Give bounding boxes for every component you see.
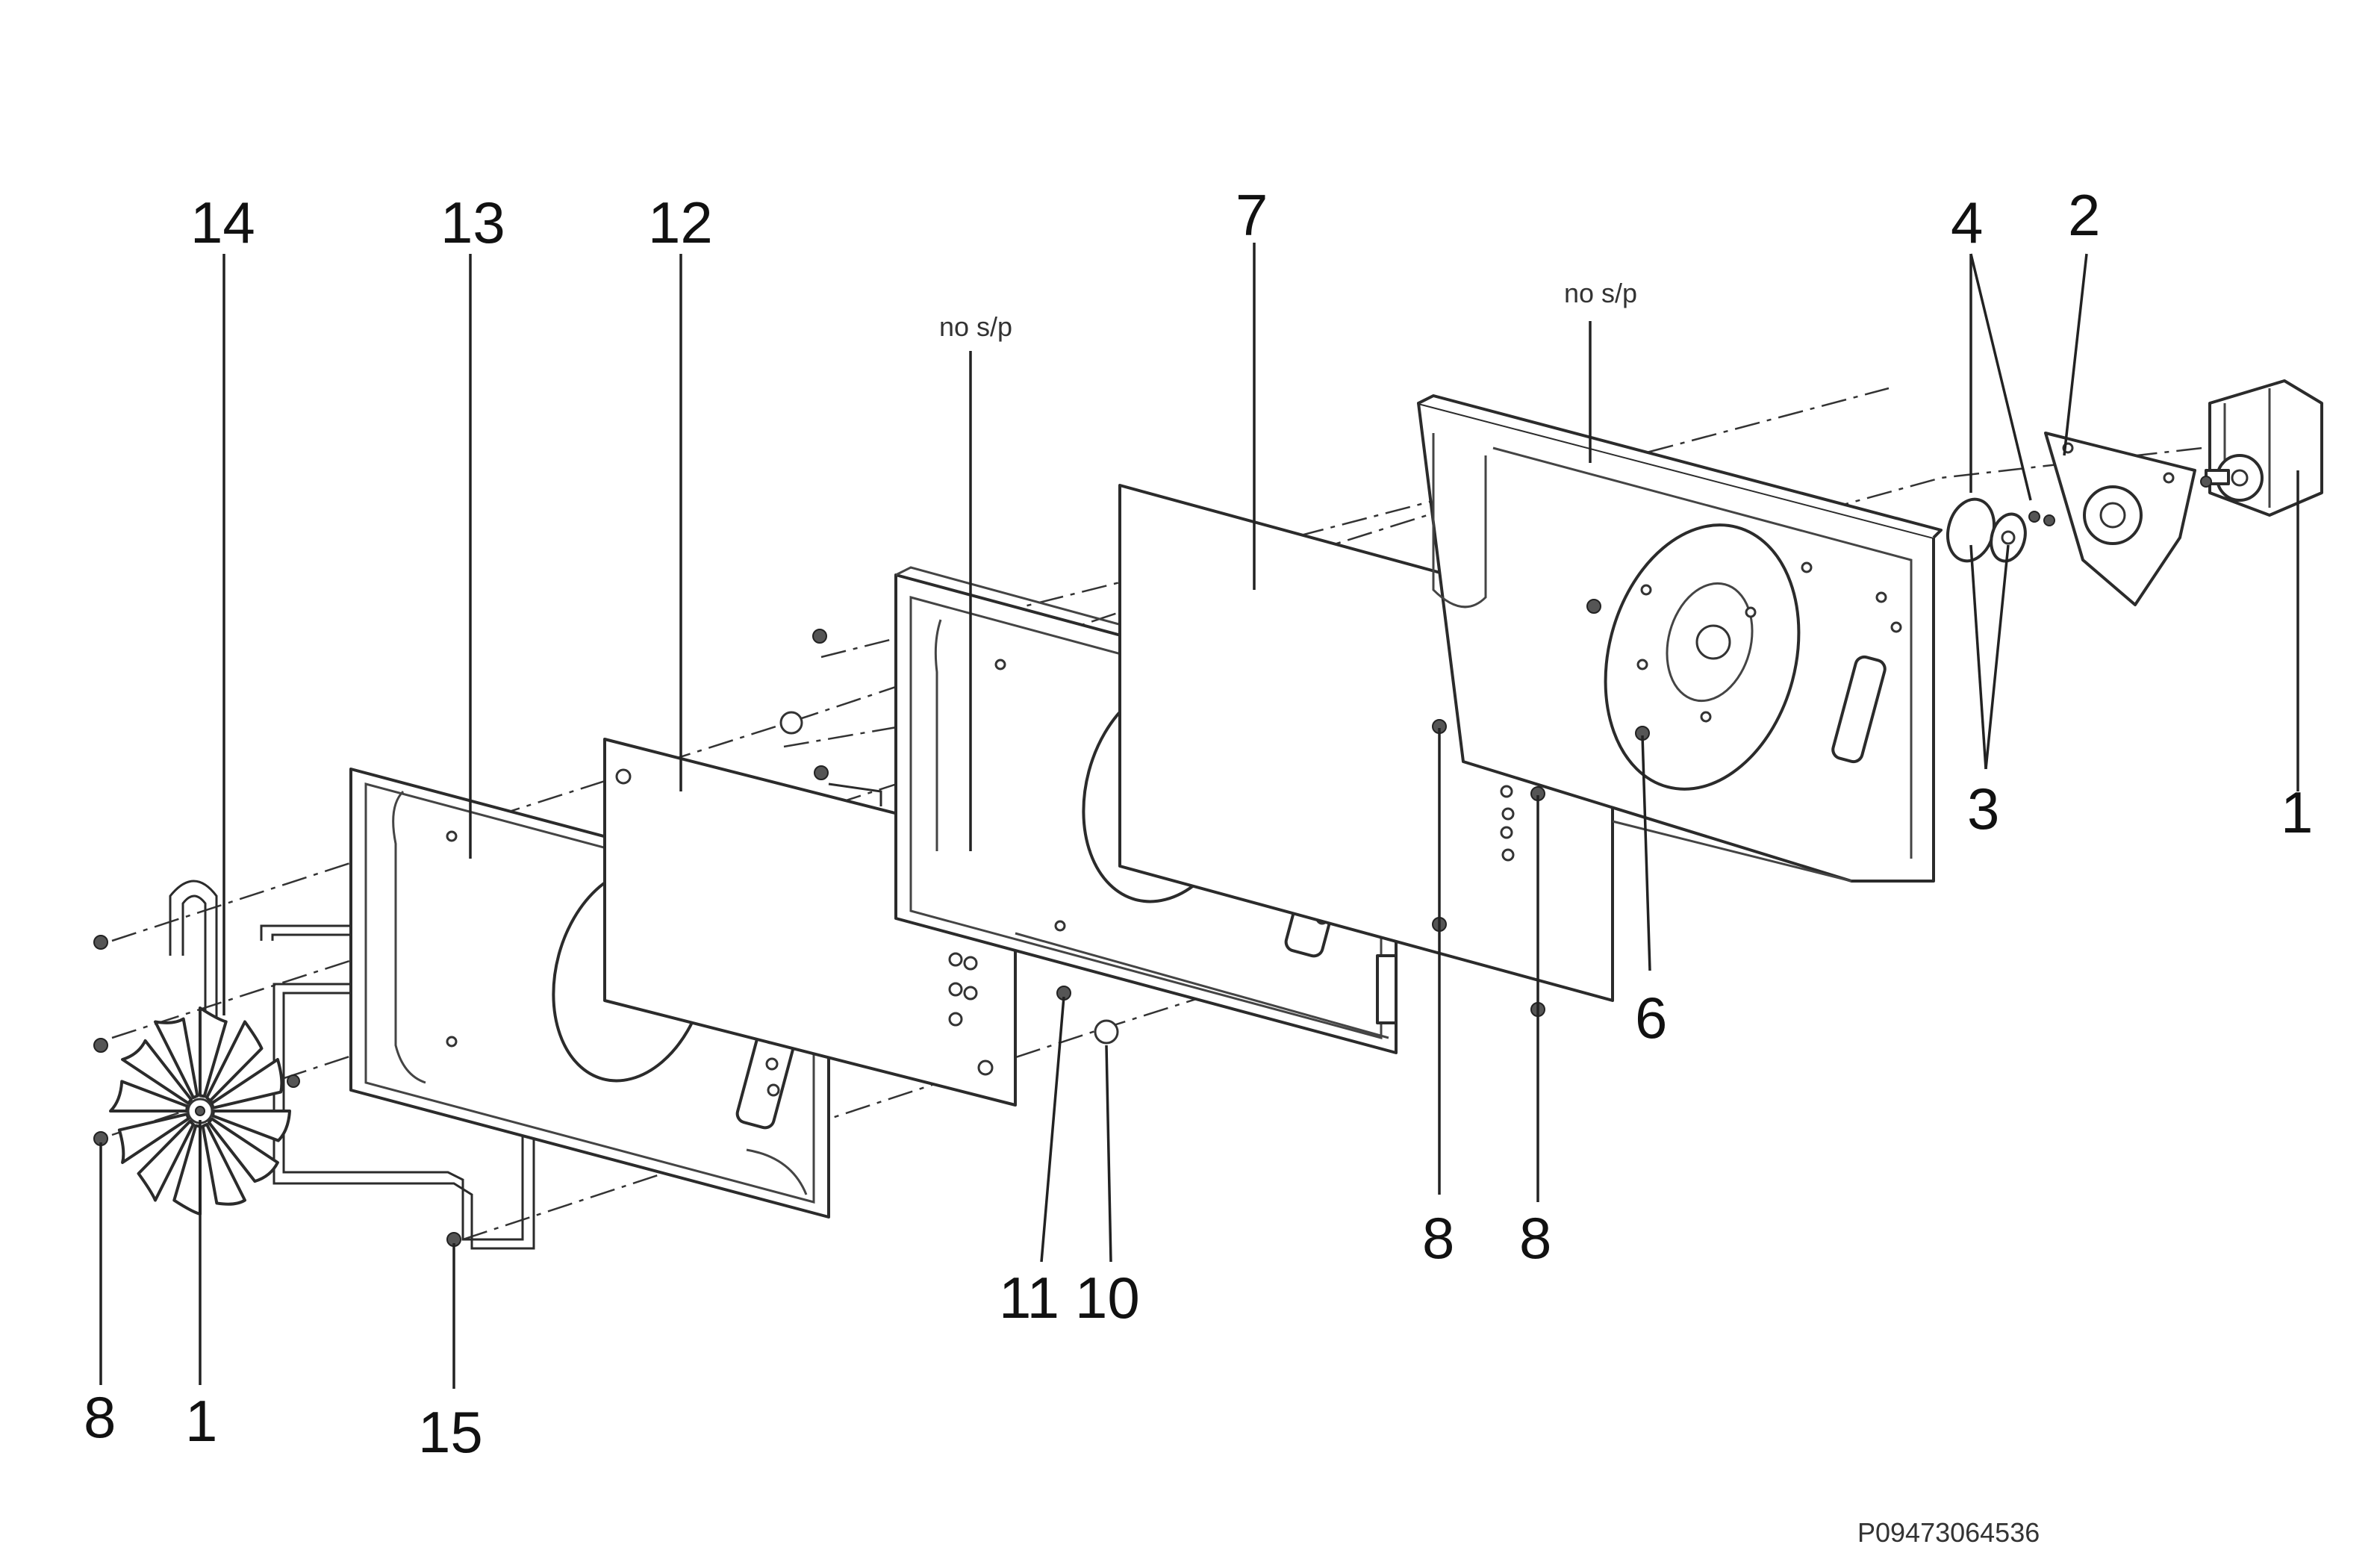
callout-8-mid-right: 8 (1519, 1205, 1551, 1271)
fan-blade (201, 1122, 246, 1206)
callout-6: 6 (1635, 985, 1667, 1051)
callout-8-mid-left: 8 (1422, 1205, 1454, 1271)
fan-blade (207, 1117, 279, 1183)
callout-10: 10 (1075, 1265, 1140, 1331)
callout-2: 2 (2068, 182, 2100, 248)
callout-numbers: 14 13 12 7 4 2 1 3 6 8 8 11 10 8 1 15 (84, 182, 2313, 1465)
fan-blade (121, 1039, 193, 1105)
callout-3: 3 (1967, 776, 1999, 841)
callout-4: 4 (1951, 190, 1983, 255)
fan-blade-part (109, 1006, 291, 1216)
fan-blade (211, 1110, 291, 1142)
no-sp-note-left: no s/p (939, 311, 1012, 342)
fan-motor-part (2205, 379, 2323, 517)
motor-bracket-part (2044, 432, 2196, 606)
callout-11: 11 (999, 1265, 1059, 1331)
callout-7: 7 (1236, 182, 1268, 248)
callout-1-right: 1 (2281, 780, 2313, 845)
callout-15: 15 (418, 1399, 483, 1465)
callout-12: 12 (648, 190, 713, 255)
rear-cavity-box (1417, 394, 1943, 883)
fan-blade (109, 1080, 189, 1113)
no-sp-note-right: no s/p (1564, 278, 1637, 308)
fan-blade (117, 1113, 190, 1164)
callout-1-left: 1 (185, 1388, 217, 1454)
fan-blade (210, 1058, 284, 1110)
fan-blade (199, 1006, 228, 1098)
callout-13: 13 (440, 190, 505, 255)
fan-blade (154, 1017, 199, 1100)
callout-8-left: 8 (84, 1384, 116, 1450)
callout-14: 14 (190, 190, 255, 255)
fan-blade (205, 1020, 264, 1103)
shaft-seal-part (1946, 497, 2027, 563)
leader-lines (99, 243, 2299, 1389)
fan-blade (137, 1119, 195, 1202)
drawing-code: P09473064536 (1857, 1517, 2040, 1548)
